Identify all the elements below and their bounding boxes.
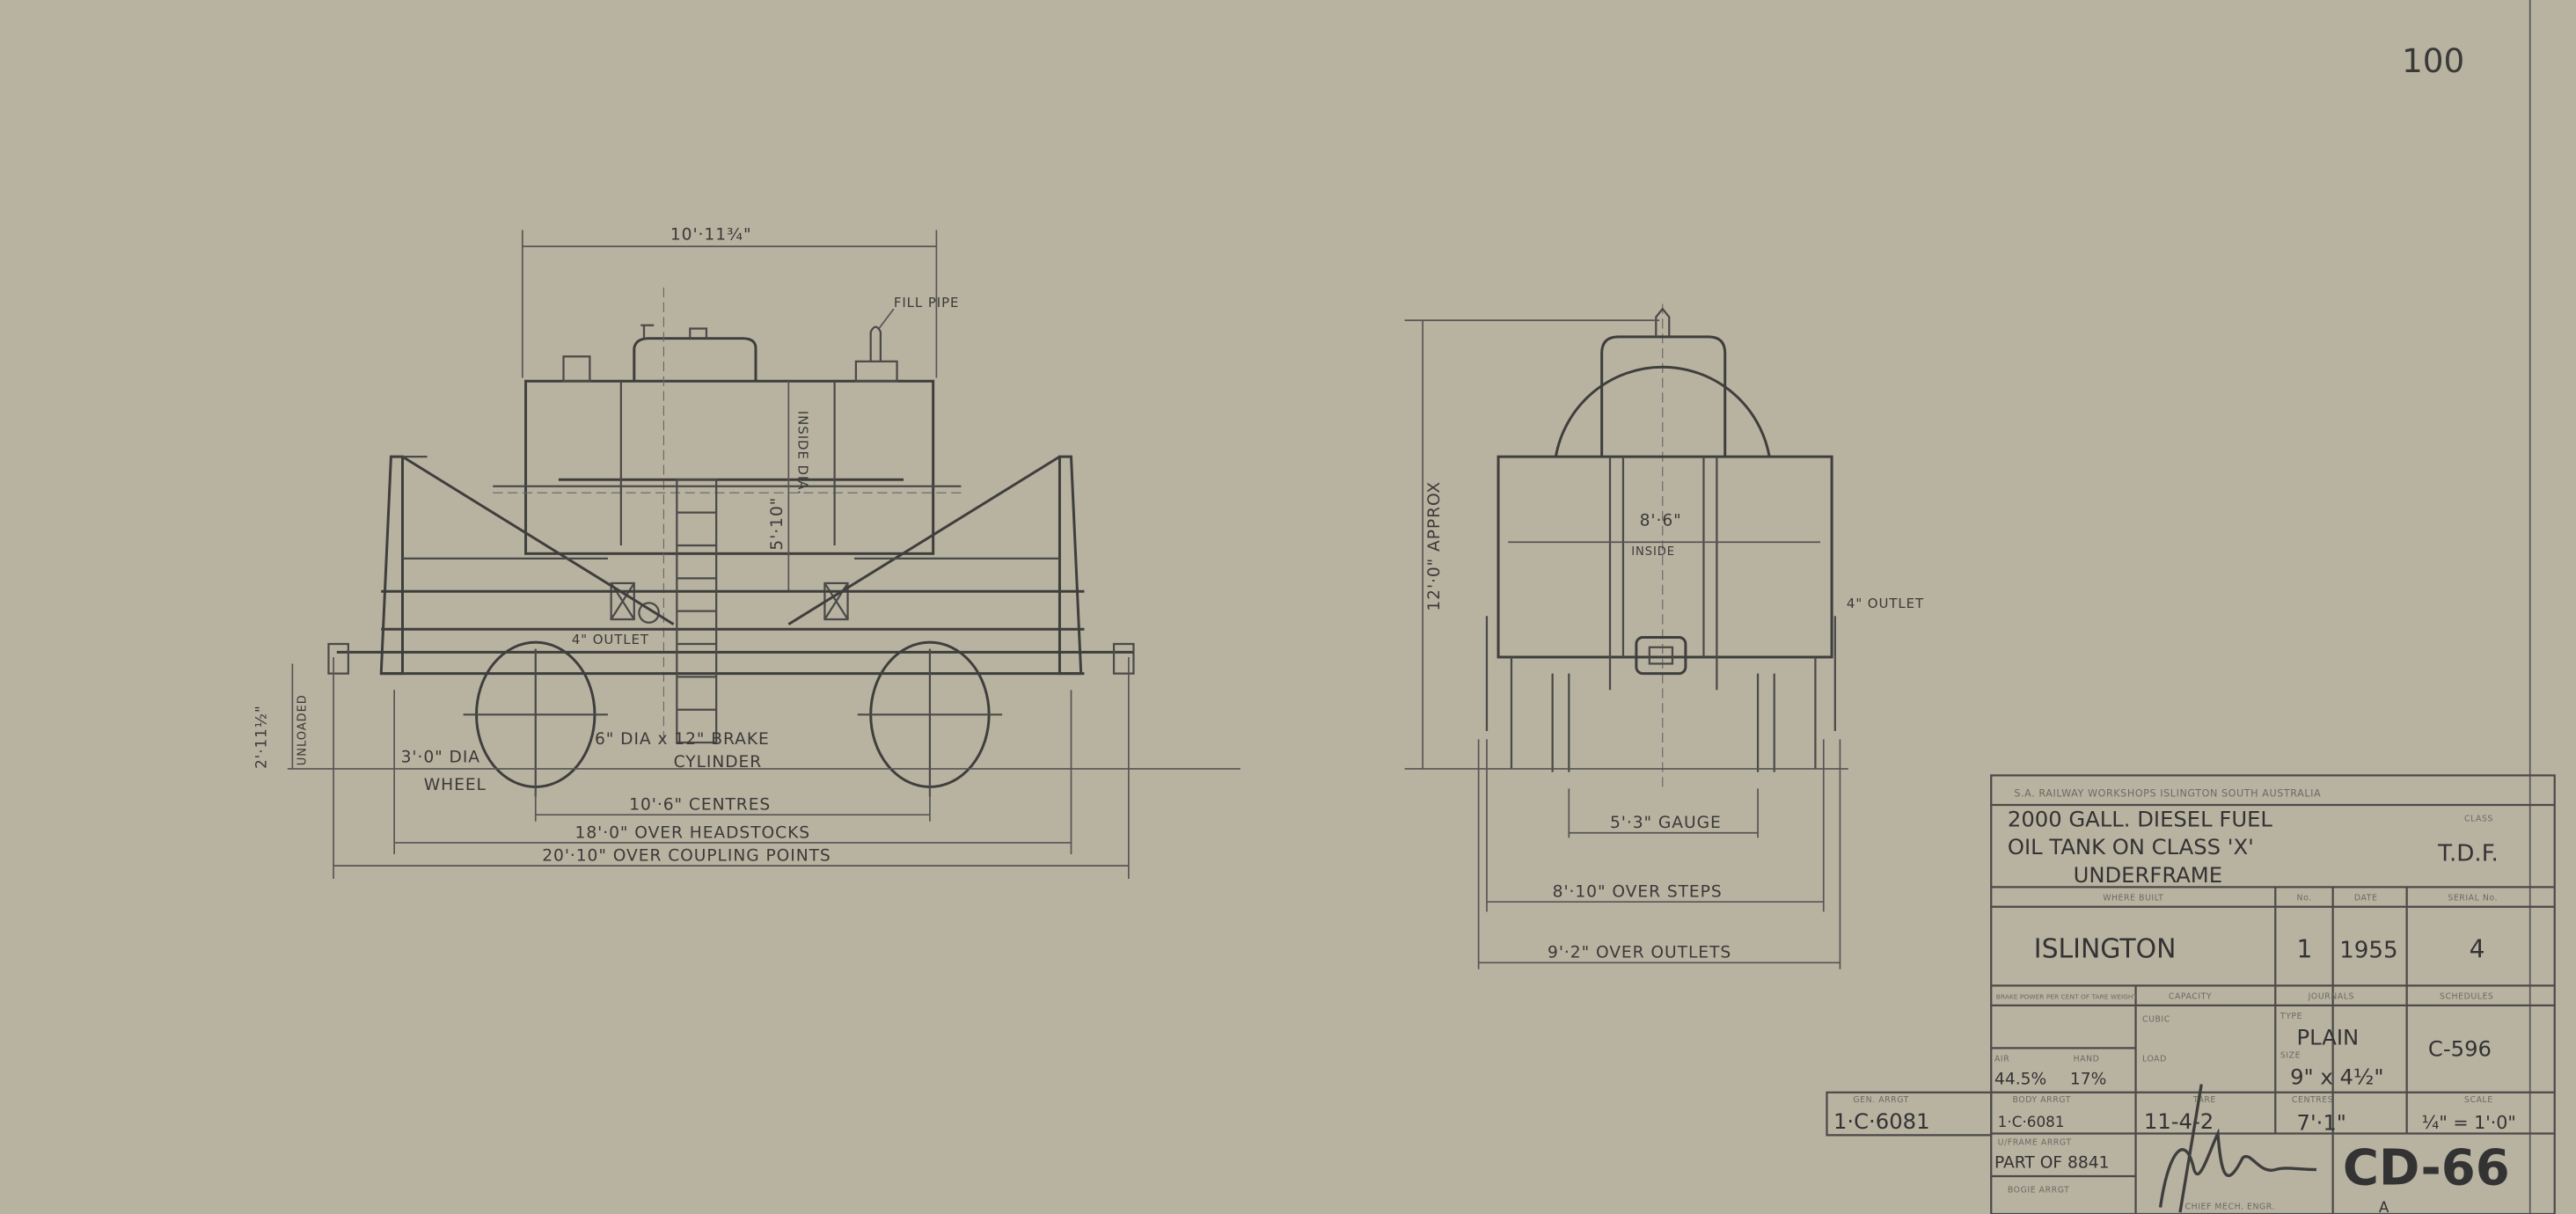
class-label: CLASS xyxy=(2464,815,2493,824)
journal-size-value: 9" x 4½" xyxy=(2290,1064,2384,1089)
centres-label: 10'·6" CENTRES xyxy=(629,796,771,815)
over-steps-label: 8'·10" OVER STEPS xyxy=(1553,883,1723,902)
underframe-solebar xyxy=(336,589,1134,676)
title-block-header: S.A. RAILWAY WORKSHOPS ISLINGTON SOUTH A… xyxy=(2014,788,2321,800)
drawing-title-line-2: OIL TANK ON CLASS 'X' xyxy=(2008,834,2254,859)
date-label: DATE xyxy=(2354,893,2378,903)
drawing-number: CD-66 xyxy=(2343,1139,2510,1196)
drawing-title-line-1: 2000 GALL. DIESEL FUEL xyxy=(2008,806,2273,831)
cubic-label: CUBIC xyxy=(2142,1015,2170,1025)
end-view: 8'·6" INSIDE 4" OUTLET 12'·0" APPROX 5'·… xyxy=(1404,304,1924,969)
sheet-number: 100 xyxy=(2402,41,2464,80)
scale-label: SCALE xyxy=(2464,1095,2493,1105)
date-value: 1955 xyxy=(2339,938,2398,964)
where-built-label: WHERE BUILT xyxy=(2103,893,2163,903)
buffer-height-label: 2'·11½" xyxy=(252,705,270,769)
end-outlet-label: 4" OUTLET xyxy=(1847,596,1924,611)
brake-cylinder-label-1: 6" DIA x 12" BRAKE xyxy=(595,730,770,749)
no-label: No. xyxy=(2297,893,2312,903)
body-arrgt-label: BODY ARRGT xyxy=(2013,1095,2071,1105)
centres-value: 7'·1" xyxy=(2297,1110,2346,1136)
air-label: AIR xyxy=(1994,1054,2009,1064)
buffers xyxy=(327,642,1135,675)
tank-dome xyxy=(633,337,757,382)
title-block: S.A. RAILWAY WORKSHOPS ISLINGTON SOUTH A… xyxy=(1826,774,2556,1214)
body-arrgt-value: 1·C·6081 xyxy=(1998,1113,2065,1130)
tank-dia-label: 5'·10" xyxy=(768,497,787,551)
no-value: 1 xyxy=(2297,935,2313,964)
tank-body xyxy=(524,379,935,555)
inside-width-label: 8'·6" xyxy=(1640,512,1682,530)
brake-power-label: BRAKE POWER PER CENT OF TARE WEIGHT xyxy=(1996,992,2138,1000)
unloaded-label: UNLOADED xyxy=(296,694,309,765)
gauge-label: 5'·3" GAUGE xyxy=(1610,814,1722,832)
capacity-label: CAPACITY xyxy=(2169,991,2212,1001)
type-label: TYPE xyxy=(2280,1012,2302,1021)
wheel-label-1: 3'·0" DIA xyxy=(401,748,480,766)
side-view: 10'·11¾" FILL PIPE INSIDE DIA. 5'·10" 4"… xyxy=(252,226,1240,880)
gen-arrgt-value: 1·C·6081 xyxy=(1833,1108,1930,1134)
serial-label: SERIAL No. xyxy=(2448,893,2498,903)
height-label: 12'·0" APPROX xyxy=(1425,481,1444,611)
wheel-label-2: WHEEL xyxy=(424,776,487,794)
coupling-label: 20'·10" OVER COUPLING POINTS xyxy=(542,847,831,866)
hand-value: 17% xyxy=(2070,1070,2106,1088)
scale-value: ¼" = 1'·0" xyxy=(2421,1112,2515,1133)
serial-value: 4 xyxy=(2470,935,2485,964)
end-tank-body xyxy=(1497,455,1833,659)
hand-label: HAND xyxy=(2074,1054,2100,1064)
schedules-label: SCHEDULES xyxy=(2440,991,2493,1001)
headstocks-label: 18'·0" OVER HEADSTOCKS xyxy=(575,823,811,842)
uframe-arrgt-label: U/FRAME ARRGT xyxy=(1998,1138,2072,1148)
schedule-value: C-596 xyxy=(2428,1036,2492,1062)
centres-label: CENTRES xyxy=(2292,1095,2333,1105)
journal-type-value: PLAIN xyxy=(2297,1025,2360,1050)
chief-engineer-label: CHIEF MECH. ENGR. xyxy=(2185,1202,2275,1211)
class-value: T.D.F. xyxy=(2437,841,2499,867)
drawing-suffix: A xyxy=(2379,1198,2389,1214)
brake-cylinder-label-2: CYLINDER xyxy=(674,753,763,772)
inside-dia-label: INSIDE DIA. xyxy=(795,411,811,495)
air-value: 44.5% xyxy=(1994,1070,2046,1088)
end-dome xyxy=(1600,335,1727,457)
outlet-label: 4" OUTLET xyxy=(572,632,649,647)
inside-label: INSIDE xyxy=(1631,545,1675,559)
journals-label: JOURNALS xyxy=(2308,991,2354,1001)
tare-value: 11-4-2 xyxy=(2144,1108,2214,1134)
signature xyxy=(2158,1084,2316,1213)
load-label: LOAD xyxy=(2142,1054,2167,1064)
fill-pipe xyxy=(869,325,882,362)
drawing-title-line-3: UNDERFRAME xyxy=(2074,862,2223,888)
size-label: SIZE xyxy=(2280,1051,2301,1061)
gen-arrgt-label: GEN. ARRGT xyxy=(1853,1095,1909,1105)
fill-pipe-label: FILL PIPE xyxy=(894,295,960,311)
uframe-arrgt-value: PART OF 8841 xyxy=(1994,1154,2110,1173)
where-built-value: ISLINGTON xyxy=(2034,934,2177,965)
over-outlets-label: 9'·2" OVER OUTLETS xyxy=(1548,944,1731,962)
gen-arrgt-box xyxy=(1826,1091,1993,1137)
tank-length-label: 10'·11¾" xyxy=(670,226,752,245)
tare-label: TARE xyxy=(2192,1095,2216,1105)
bogie-arrgt-label: BOGIE ARRGT xyxy=(2008,1186,2070,1196)
